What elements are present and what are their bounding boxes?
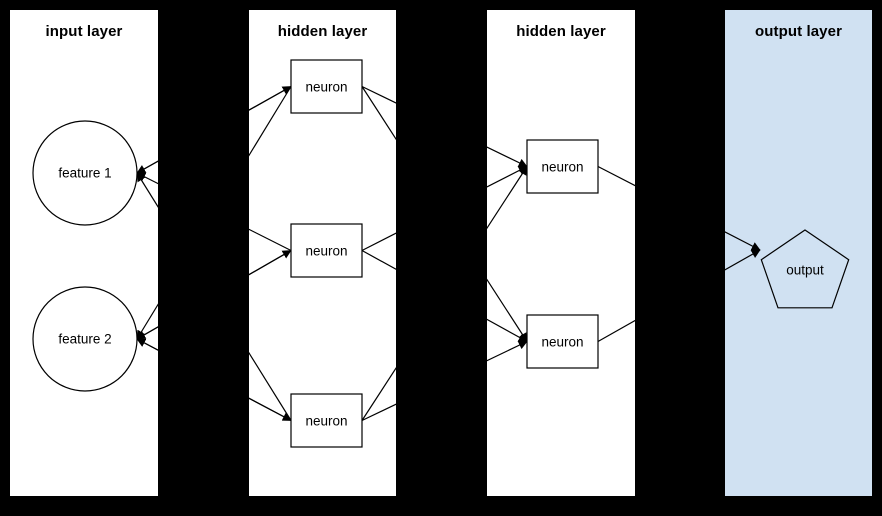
layer-title-hidden-1: hidden layer [277, 23, 368, 40]
node-label: feature 2 [58, 331, 112, 347]
layer-title-output: output layer [754, 23, 843, 40]
layer-title-hidden-2: hidden layer [516, 23, 606, 40]
node-label: neuron [305, 79, 348, 94]
node-label: neuron [305, 243, 348, 258]
node-label: neuron [541, 159, 584, 174]
node-label: output [786, 262, 824, 278]
node-label: neuron [541, 334, 584, 349]
layer-panel-input[interactable] [10, 10, 158, 496]
node-label: neuron [305, 413, 348, 428]
layer-title-input: input layer [45, 23, 123, 40]
node-label: feature 1 [58, 165, 112, 181]
